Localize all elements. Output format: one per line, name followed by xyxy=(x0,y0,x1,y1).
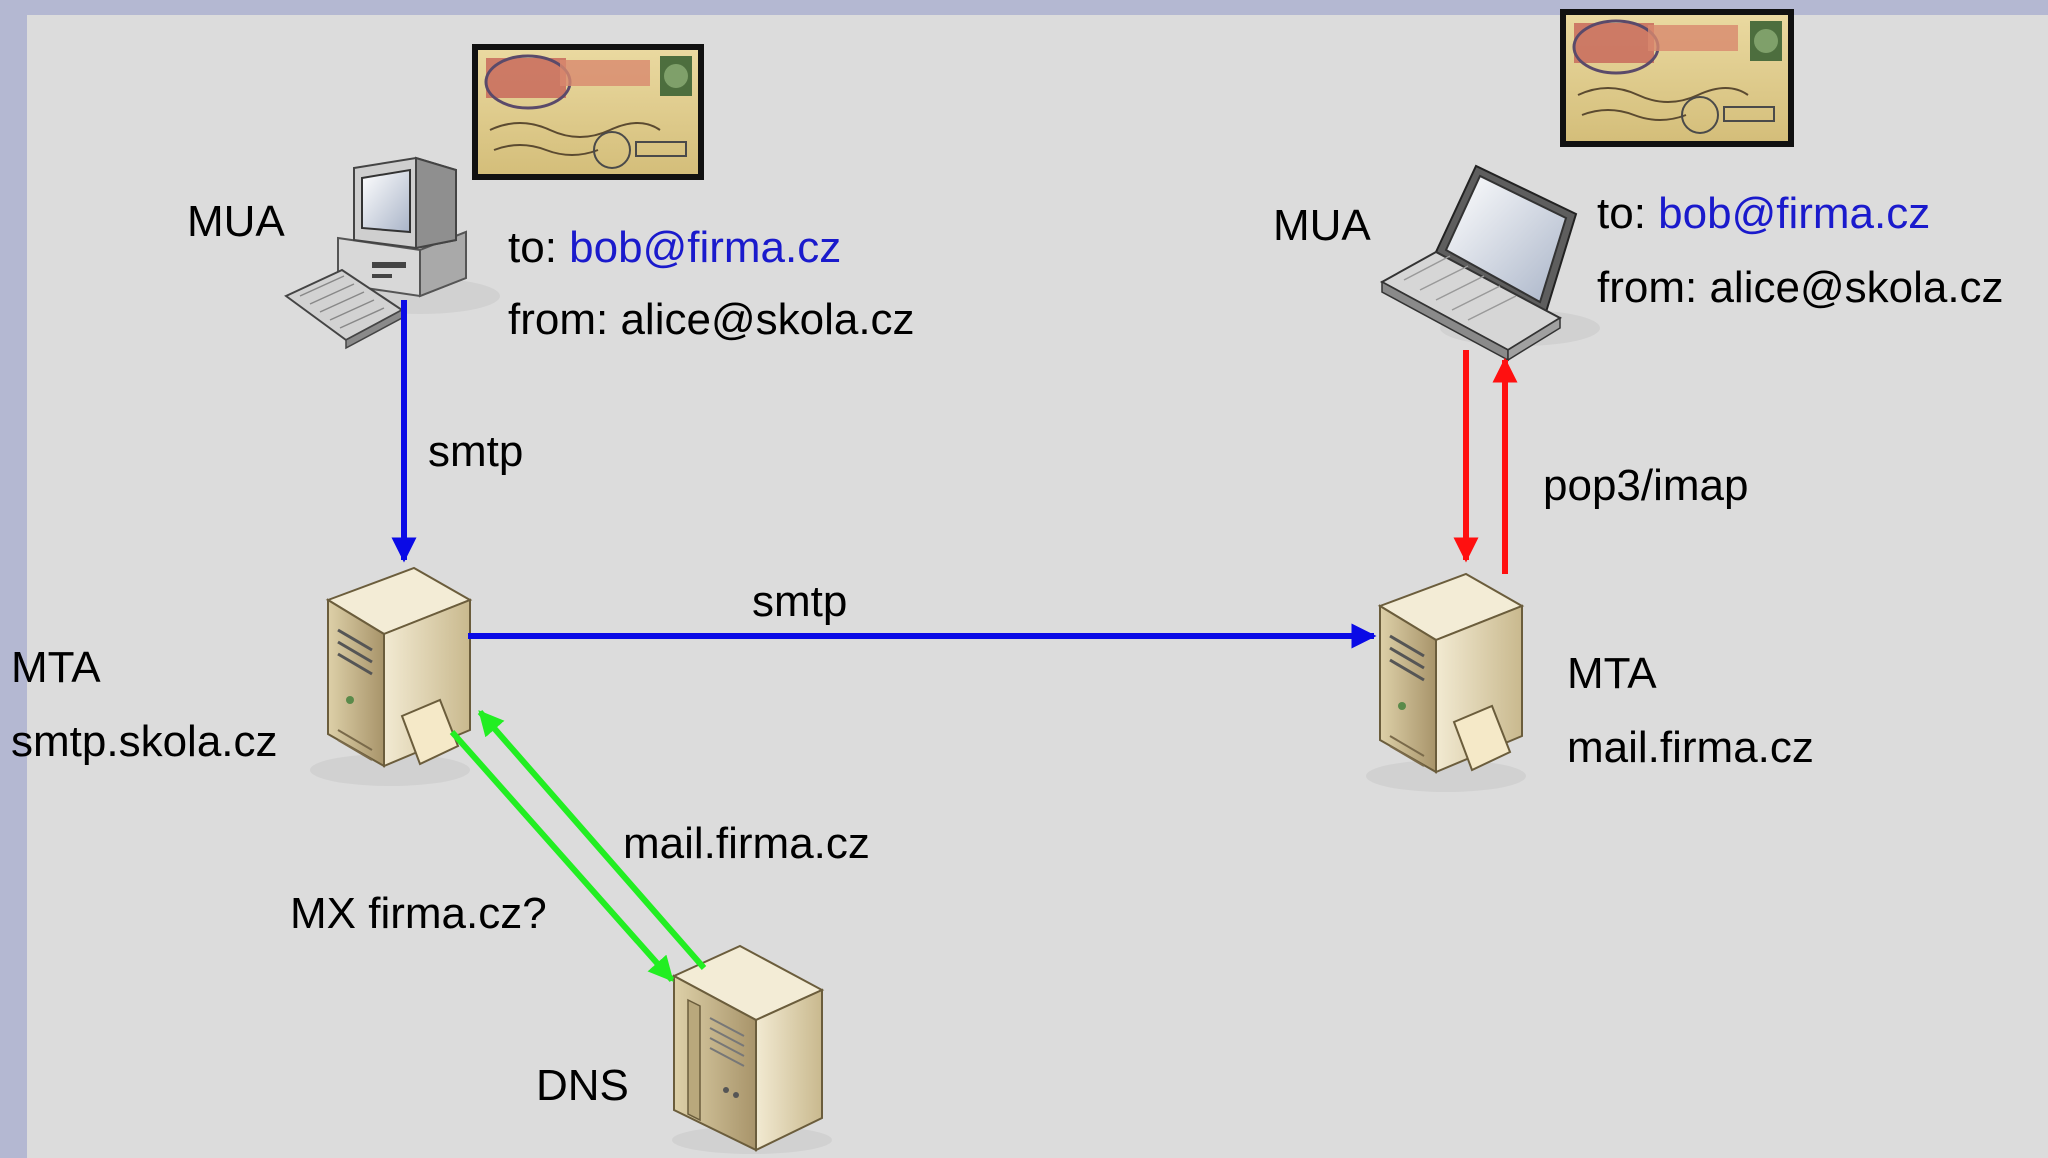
laptop-icon xyxy=(1379,164,1600,362)
recipient-envelope-icon xyxy=(1560,9,1794,147)
smtp-submission-label: smtp xyxy=(428,427,524,476)
retrieval-protocol-label: pop3/imap xyxy=(1543,461,1749,510)
desktop-computer-icon xyxy=(284,156,500,350)
sender-from-line: from: alice@skola.cz xyxy=(508,295,915,344)
dns-answer-label: mail.firma.cz xyxy=(623,819,870,868)
recipient-mua-label: MUA xyxy=(1273,201,1371,250)
sender-mua-label: MUA xyxy=(187,197,285,246)
recipient-mta-server-icon xyxy=(1366,572,1526,792)
recipient-to-line: to: bob@firma.cz xyxy=(1597,192,1930,236)
sender-mta-server-icon xyxy=(310,566,473,786)
dns-server-icon xyxy=(671,944,832,1154)
dns-query-arrow xyxy=(449,730,675,982)
sender-mta-host: smtp.skola.cz xyxy=(11,717,278,766)
sender-envelope-icon xyxy=(472,44,704,180)
sender-to-prefix: to: xyxy=(508,223,570,272)
dns-answer-arrow xyxy=(477,710,707,970)
sender-to-address: bob@firma.cz xyxy=(569,223,842,272)
recipient-to-prefix: to: xyxy=(1597,189,1659,238)
dns-label: DNS xyxy=(536,1061,629,1110)
sender-to-line: to: bob@firma.cz xyxy=(508,226,841,270)
recipient-to-address: bob@firma.cz xyxy=(1658,189,1931,238)
sender-mta-label: MTA xyxy=(11,643,101,692)
recipient-from-line: from: alice@skola.cz xyxy=(1597,263,2004,312)
recipient-mta-label: MTA xyxy=(1567,649,1657,698)
smtp-relay-label: smtp xyxy=(752,577,848,626)
recipient-mta-host: mail.firma.cz xyxy=(1567,723,1814,772)
dns-query-label: MX firma.cz? xyxy=(290,889,547,938)
